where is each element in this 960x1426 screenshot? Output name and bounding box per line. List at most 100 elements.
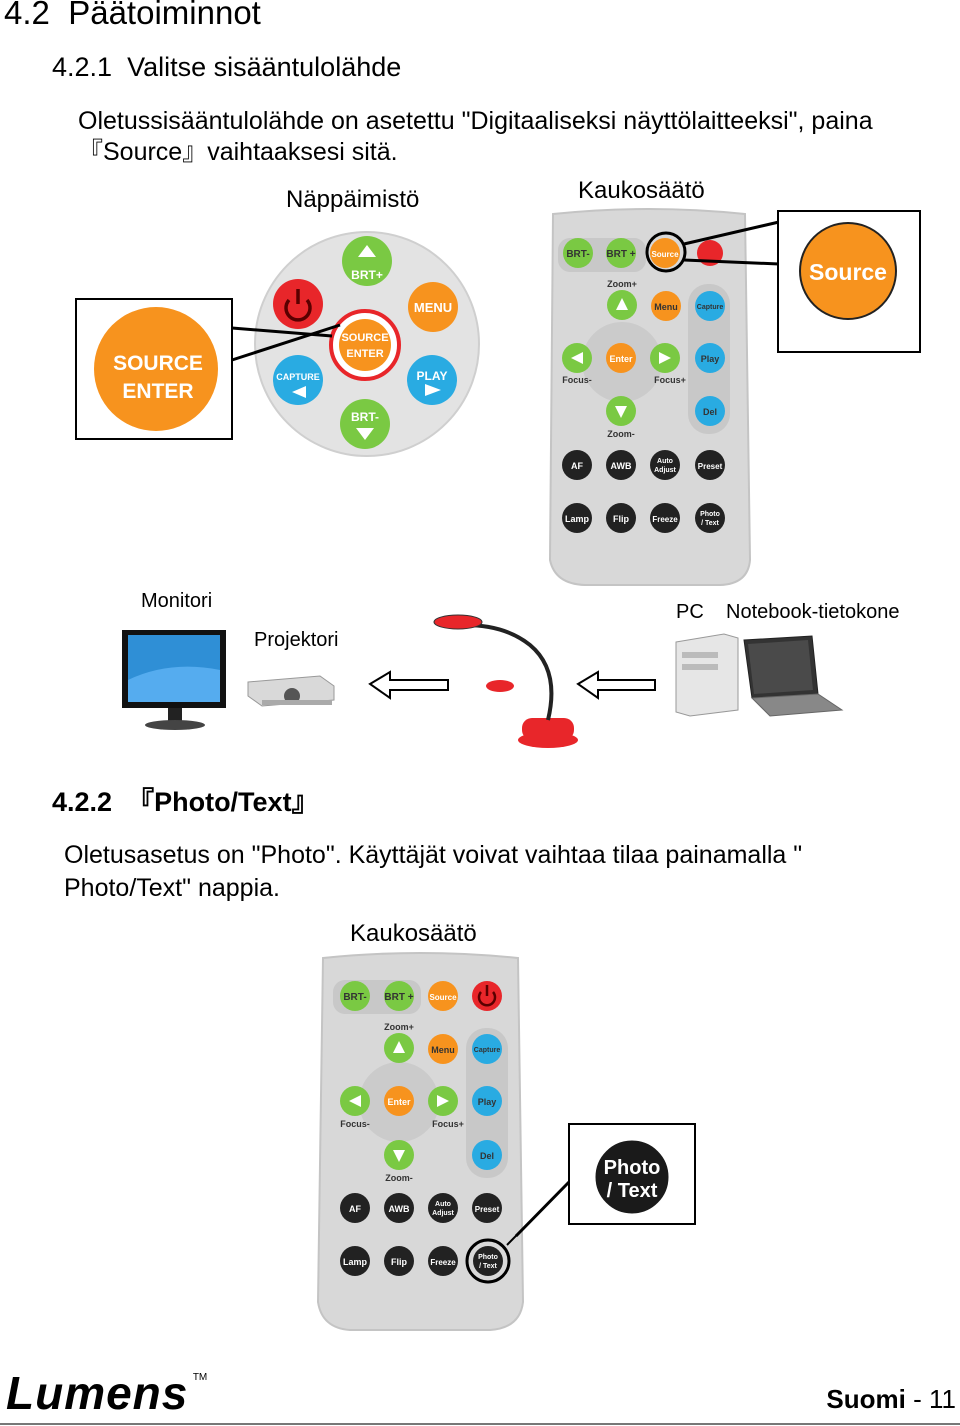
remote-preset-button[interactable]: Preset [695,450,725,480]
subsection2-number: 4.2.2 [52,787,113,817]
remote-lamp-button[interactable]: Lamp [562,503,592,533]
subsection-heading: 4.2.1 Valitse sisääntulolähde [52,52,401,83]
photo-text-highlight-ring [465,1238,511,1284]
remote-freeze-button[interactable]: Freeze [650,503,680,533]
remote-focus-plus-button[interactable] [650,343,680,373]
remote-menu-button[interactable]: Menu [651,291,681,321]
monitor-icon [122,630,226,730]
arrow-down-icon [615,406,627,418]
pc-label: PC [676,601,704,623]
remote2-focus-plus-button[interactable] [428,1086,458,1116]
remote-label: Kaukosäätö [578,177,705,204]
keypad-brt-minus-button[interactable]: BRT- [340,399,390,449]
remote2-menu-button[interactable]: Menu [428,1034,458,1064]
remote-enter-label: Enter [609,354,633,364]
remote2-preset-button[interactable]: Preset [472,1193,502,1223]
remote2-play-button[interactable]: Play [472,1086,502,1116]
keypad: BRT+ MENU SOURCE ENTER CAPTURE PLAY [254,231,480,457]
remote-label-2: Kaukosäätö [350,920,477,947]
keypad-play-button[interactable]: PLAY [407,355,457,405]
remote-text-label: / Text [701,520,719,527]
remote2-brt-minus-button[interactable]: BRT- [340,981,370,1011]
remote2-capture-button[interactable]: Capture [472,1034,502,1064]
remote2-brt-plus-button[interactable]: BRT + [384,981,414,1011]
menu-label: MENU [414,300,452,315]
keyboard-label: Näppäimistö [286,186,420,213]
arrow-right-icon [437,1095,449,1107]
remote-photo-text-button[interactable]: Photo / Text [695,503,725,533]
remote2-capture-label: Capture [474,1047,501,1054]
remote2-focus-minus-button[interactable] [340,1086,370,1116]
arrow-right-icon [659,352,671,364]
keypad-capture-button[interactable]: CAPTURE [273,355,323,405]
remote-enter-button[interactable]: Enter [606,343,636,373]
remote-brt-plus-label: BRT + [606,249,635,260]
logo-tm: TM [192,1372,208,1383]
subsection-title: Valitse sisääntulolähde [127,52,402,82]
paragraph-line: 『Source』vaihtaaksesi sitä. [78,138,398,166]
remote-zoom-plus-button[interactable] [607,290,637,320]
zoom-source-text: Source [809,259,887,285]
arrow-down-icon [393,1150,405,1162]
page-footer: Suomi - 11 [826,1384,956,1415]
brt-minus-label: BRT- [351,410,379,424]
remote-control: BRT- BRT + Source Zoom+ Menu Capture Ent… [548,208,752,586]
remote2-photo-text-button[interactable]: Photo/ Text [473,1246,503,1276]
remote2-preset-label: Preset [475,1205,500,1214]
remote-capture-button[interactable]: Capture [695,291,725,321]
remote2-del-button[interactable]: Del [472,1140,502,1170]
projector-icon [247,675,335,707]
remote-zoom-callout: Source [683,210,921,353]
power-icon [477,985,497,1007]
keypad-menu-button[interactable]: MENU [408,282,458,332]
remote-del-label: Del [703,407,717,417]
remote2-awb-button[interactable]: AWB [384,1193,414,1223]
remote2-text-label: / Text [479,1263,497,1270]
remote-brt-minus-label: BRT- [566,249,589,260]
remote-play-button[interactable]: Play [695,343,725,373]
remote2-zoom-plus-button[interactable] [384,1033,414,1063]
remote2-power-button[interactable] [472,981,502,1011]
keypad-source-enter-button[interactable]: SOURCE ENTER [329,309,401,381]
document-camera-icon [433,614,578,748]
subsection2-heading: 4.2.2 『Photo/Text』 [52,780,319,819]
photo-text-figure: BRT- BRT + Source Zoom+ Menu Capture Ent… [316,952,696,1331]
remote-control-2: BRT- BRT + Source Zoom+ Menu Capture Ent… [316,952,525,1331]
remote-awb-button[interactable]: AWB [606,450,636,480]
remote2-flip-button[interactable]: Flip [384,1246,414,1276]
keypad-power-button[interactable] [273,279,323,329]
brt-plus-label: BRT+ [351,268,383,282]
remote2-zoom-plus-label: Zoom+ [384,1022,414,1032]
remote-freeze-label: Freeze [652,515,678,524]
remote-focus-minus-label: Focus- [562,375,592,385]
remote-photo-label: Photo [700,511,720,518]
remote-menu-label: Menu [654,302,678,312]
arrow-up-icon [616,298,628,310]
remote2-af-button[interactable]: AF [340,1193,370,1223]
remote2-auto-label: Auto [435,1201,451,1208]
arrow-up-icon [393,1041,405,1053]
remote2-freeze-button[interactable]: Freeze [428,1246,458,1276]
remote2-brt-minus-label: BRT- [343,992,366,1003]
remote-source-button[interactable]: Source [650,238,680,268]
remote-brt-plus-button[interactable]: BRT + [606,238,636,268]
remote2-zoom-minus-button[interactable] [384,1140,414,1170]
remote2-adjust-label: Adjust [432,1210,454,1217]
remote-zoom-minus-label: Zoom- [607,429,635,439]
remote-flip-button[interactable]: Flip [606,503,636,533]
remote-zoom-minus-button[interactable] [606,396,636,426]
remote-focus-minus-button[interactable] [562,343,592,373]
capture-label: CAPTURE [276,372,320,382]
remote2-source-button[interactable]: Source [428,981,458,1011]
arrow-left-icon [571,352,583,364]
remote2-focus-plus-label: Focus+ [432,1119,464,1129]
remote-af-button[interactable]: AF [562,450,592,480]
keypad-brt-plus-button[interactable]: BRT+ [342,236,392,286]
remote2-lamp-button[interactable]: Lamp [340,1246,370,1276]
remote-brt-minus-button[interactable]: BRT- [563,238,593,268]
source-label: SOURCE [341,332,388,344]
remote2-enter-button[interactable]: Enter [384,1086,414,1116]
remote-del-button[interactable]: Del [695,396,725,426]
